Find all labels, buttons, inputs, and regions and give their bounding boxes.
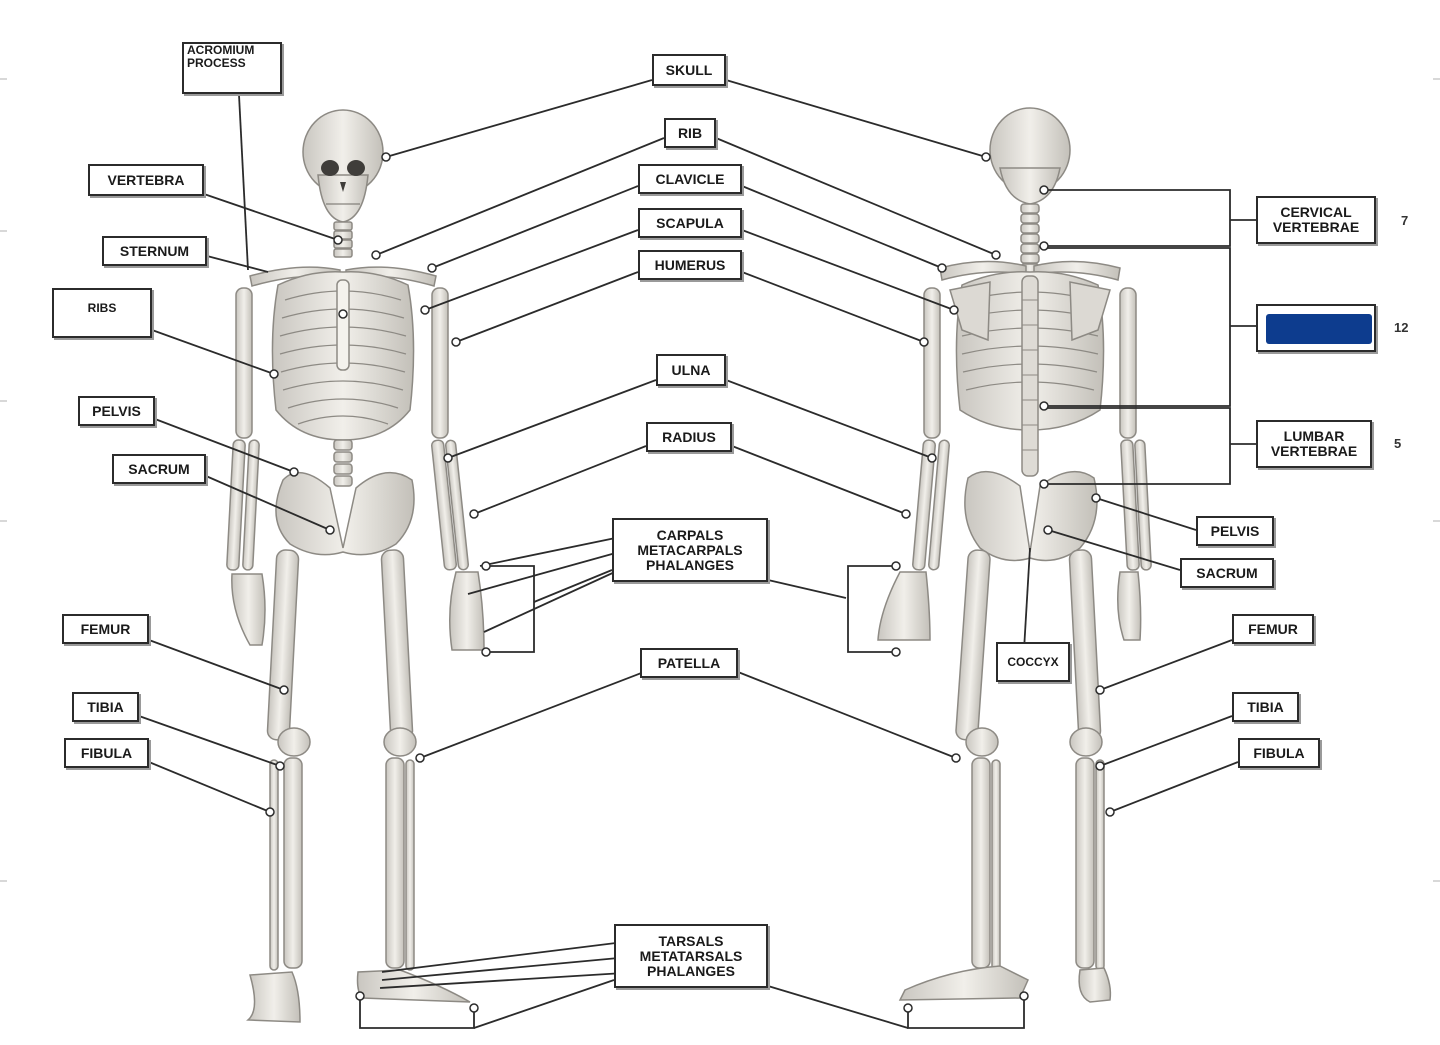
edge-tick: [1433, 880, 1440, 882]
label-femur-back-text: FEMUR: [1248, 620, 1298, 637]
label-pelvis-front: PELVIS: [78, 396, 155, 426]
edge-tick: [0, 520, 7, 522]
back-pelvis: [964, 470, 1098, 562]
label-carpals: CARPALS: [656, 526, 724, 543]
label-tibia-front: TIBIA: [72, 692, 139, 722]
label-pelvis-front-text: PELVIS: [92, 402, 141, 419]
label-clavicle-text: CLAVICLE: [655, 170, 725, 187]
label-sternum-text: STERNUM: [119, 242, 190, 259]
edge-tick: [1433, 78, 1440, 80]
edge-tick: [0, 880, 7, 882]
label-patella-text: PATELLA: [657, 654, 721, 671]
label-vertebra: VERTEBRA: [88, 164, 204, 196]
label-radius-text: RADIUS: [662, 428, 716, 445]
label-lumbar-line1: LUMBAR: [1283, 428, 1345, 444]
label-sternum: STERNUM: [102, 236, 207, 266]
label-clavicle: CLAVICLE: [638, 164, 742, 194]
label-fibula-back: FIBULA: [1238, 738, 1320, 768]
label-femur-front: FEMUR: [62, 614, 149, 644]
label-sacrum-front-text: SACRUM: [128, 460, 190, 477]
pointer-dots: [265, 152, 1115, 1013]
label-tarsals: TARSALS: [658, 932, 724, 949]
label-lumbar-vertebrae: LUMBAR VERTEBRAE: [1256, 420, 1372, 468]
label-skull-text: SKULL: [665, 61, 713, 78]
label-sacrum-back: SACRUM: [1180, 558, 1274, 588]
label-ribs-text: RIBS: [87, 301, 117, 315]
label-radius: RADIUS: [646, 422, 732, 452]
label-ulna: ULNA: [656, 354, 726, 386]
label-femur-back: FEMUR: [1232, 614, 1314, 644]
label-scapula: SCAPULA: [638, 208, 742, 238]
count-lumbar: 5: [1394, 436, 1402, 451]
label-tibia-back: TIBIA: [1232, 692, 1299, 722]
label-patella: PATELLA: [640, 648, 738, 678]
label-lumbar-line2: VERTEBRAE: [1270, 443, 1358, 459]
edge-tick: [0, 400, 7, 402]
label-acromium-process-line2: PROCESS: [187, 56, 246, 70]
label-foot-phalanges: PHALANGES: [647, 962, 735, 979]
label-sacrum-front: SACRUM: [112, 454, 206, 484]
edge-tick: [0, 78, 7, 80]
label-sacrum-back-text: SACRUM: [1196, 564, 1258, 581]
front-pelvis: [275, 471, 415, 556]
label-metacarpals: METACARPALS: [637, 541, 743, 558]
label-cervical-line1: CERVICAL: [1280, 204, 1352, 220]
arrow-heads: [627, 532, 643, 975]
label-femur-front-text: FEMUR: [80, 620, 131, 637]
label-thoracic-vertebrae-redacted: [1256, 304, 1376, 352]
label-cervical-vertebrae: CERVICAL VERTEBRAE: [1256, 196, 1376, 244]
label-humerus-text: HUMERUS: [654, 256, 726, 273]
label-acromium-process-line1: ACROMIUM: [187, 43, 255, 57]
back-skeleton: [877, 107, 1152, 1003]
label-coccyx-text: COCCYX: [1007, 654, 1059, 669]
label-pelvis-back-text: PELVIS: [1210, 522, 1260, 539]
label-ribs: RIBS: [52, 288, 152, 338]
front-skeleton: [226, 109, 485, 1023]
edge-tick: [1433, 520, 1440, 522]
label-fibula-back-text: FIBULA: [1253, 744, 1305, 761]
label-ulna-text: ULNA: [671, 361, 711, 378]
label-acromium-process: ACROMIUM PROCESS: [182, 42, 282, 94]
label-skull: SKULL: [652, 54, 726, 86]
label-pelvis-back: PELVIS: [1196, 516, 1274, 546]
count-cervical: 7: [1401, 213, 1409, 228]
label-metatarsals: METATARSALS: [639, 947, 743, 964]
label-humerus: HUMERUS: [638, 250, 742, 280]
label-fibula-front: FIBULA: [64, 738, 149, 768]
edge-tick: [0, 230, 7, 232]
label-hand-bones: CARPALS METACARPALS PHALANGES: [612, 518, 768, 582]
label-cervical-line2: VERTEBRAE: [1272, 219, 1360, 235]
label-rib: RIB: [664, 118, 716, 148]
label-rib-text: RIB: [677, 124, 703, 141]
label-coccyx: COCCYX: [996, 642, 1070, 682]
count-thoracic: 12: [1394, 320, 1409, 335]
label-foot-bones: TARSALS METATARSALS PHALANGES: [614, 924, 768, 988]
label-vertebra-text: VERTEBRA: [107, 171, 185, 188]
leader-lines: [138, 79, 1256, 1029]
label-fibula-front-text: FIBULA: [80, 744, 133, 761]
label-scapula-text: SCAPULA: [656, 214, 724, 231]
label-hand-phalanges: PHALANGES: [646, 556, 734, 573]
label-tibia-back-text: TIBIA: [1247, 698, 1284, 715]
label-tibia-front-text: TIBIA: [87, 698, 124, 715]
redaction-mark: [1266, 314, 1372, 344]
